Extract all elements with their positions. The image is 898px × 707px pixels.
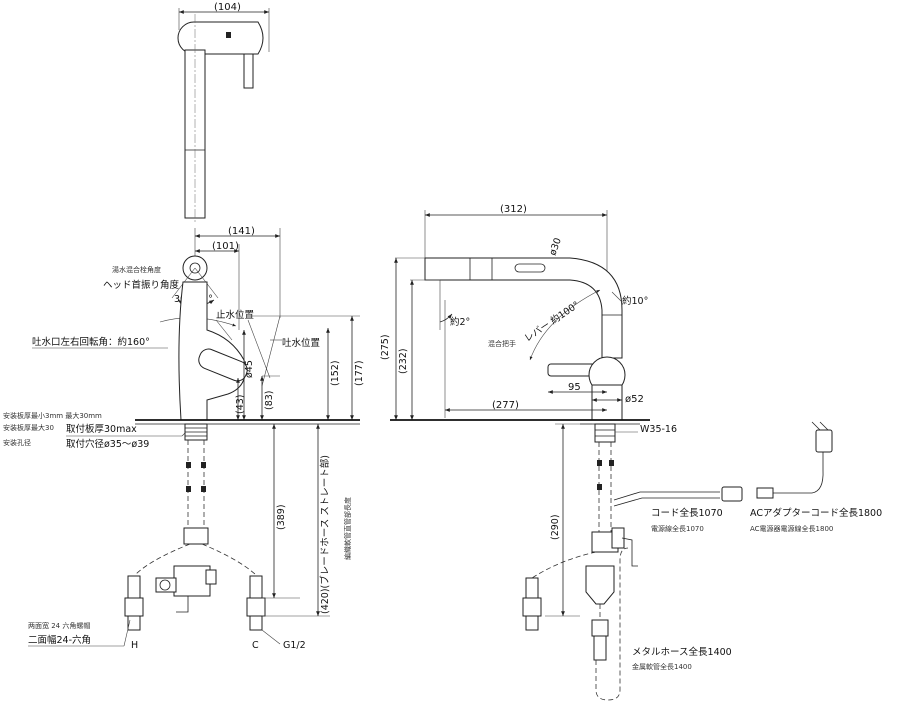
dim-95: 95 xyxy=(568,382,581,393)
dim-232: (232) xyxy=(398,348,409,374)
side-spout xyxy=(424,257,623,359)
mount-hole: 取付穴径ø35～ø39 xyxy=(66,438,149,450)
dim-290: (290) xyxy=(550,514,561,540)
label-h: H xyxy=(131,640,138,651)
lever-angle: レバー 約100° xyxy=(522,299,582,345)
ac-cord-length: ACアダプターコード全長1800 xyxy=(750,507,882,519)
top-view: (104) xyxy=(177,2,270,222)
hex-label: 二面幅24-六角 xyxy=(28,634,91,646)
label-c: C xyxy=(252,640,259,651)
dim-141: (141) xyxy=(228,226,255,237)
side-view: (312) ø30 約2° レバー 約100° 約10° 混合把手 (275) … xyxy=(380,204,882,701)
dim-389: (389) xyxy=(276,504,287,530)
head-swing-angle: ヘッド首振り角度 xyxy=(103,279,180,291)
ac-cord-length-small: AC電源器電源線全長1800 xyxy=(750,524,833,533)
dim-177: (177) xyxy=(354,360,365,386)
dim-277: (277) xyxy=(492,400,519,411)
hex-small: 两面宽 24 六角螺帽 xyxy=(28,621,90,630)
spout-swivel-angle: 吐水口左右回転角：約160° xyxy=(32,336,150,348)
side-cord xyxy=(613,491,720,501)
cord-length-small: 電源線全長1070 xyxy=(651,524,704,533)
plate-thickness: 取付板厚30max xyxy=(66,423,137,435)
dim-30: ø30 xyxy=(547,236,563,257)
dim-43: (43) xyxy=(235,394,246,414)
handle-small: 混合把手 xyxy=(488,339,516,348)
side-valve-body xyxy=(585,565,615,605)
head-swing-small: 湯水混合栓角度 xyxy=(112,265,161,274)
dim-52: ø52 xyxy=(625,394,644,405)
front-valve-top xyxy=(183,527,209,545)
dim-101: (101) xyxy=(212,241,239,252)
fitting-h-nut xyxy=(124,597,144,617)
angle-10: 約10° xyxy=(622,295,648,307)
connector-1 xyxy=(721,486,743,502)
fitting-h-hose xyxy=(127,575,141,599)
side-fitting-nut xyxy=(522,597,542,617)
thread-w35: W35-16 xyxy=(640,424,677,435)
side-nut xyxy=(594,423,616,443)
connector-2 xyxy=(756,487,774,499)
side-note: 編織軟管直管部長度 xyxy=(343,497,352,560)
braided-hose: (420)(ブレードホース ストレート部) xyxy=(319,455,331,614)
dim-83: (83) xyxy=(264,390,275,410)
ac-cord xyxy=(773,450,824,494)
metal-hose-loop xyxy=(595,547,629,701)
mount-hole-small: 安装孔径 xyxy=(3,438,31,447)
ac-adapter xyxy=(815,429,833,453)
metal-hose-fitting xyxy=(591,619,609,637)
dim-45: ø45 xyxy=(244,360,255,378)
metal-hose-length: メタルホース全長1400 xyxy=(632,646,732,658)
stop-position: 止水位置 xyxy=(216,309,254,321)
angle-2: 約2° xyxy=(450,316,470,328)
plate-thickness-small-1: 安装板厚最小3mm 最大30mm xyxy=(3,411,102,420)
front-valve-body xyxy=(173,565,211,597)
front-lever xyxy=(198,348,248,382)
top-lever xyxy=(243,53,254,89)
discharge-position: 吐水位置 xyxy=(282,337,320,349)
plate-thickness-small-2: 安装板厚最大30 xyxy=(3,423,54,432)
top-marker xyxy=(226,32,231,38)
front-view: (141) (101) 30° 30° 湯水混合栓角度 ヘッド首振り角度 吐水口… xyxy=(3,226,365,651)
dim-152: (152) xyxy=(330,360,341,386)
cord-length: コード全長1070 xyxy=(651,507,723,519)
metal-hose-length-small: 金属軟管全長1400 xyxy=(632,662,692,671)
fitting-c-hose xyxy=(249,575,263,599)
thread-g12: G1/2 xyxy=(283,640,306,651)
dim-104: (104) xyxy=(214,2,241,13)
dim-312: (312) xyxy=(500,204,527,215)
fitting-c-nut xyxy=(246,597,266,617)
dim-275: (275) xyxy=(380,334,391,360)
